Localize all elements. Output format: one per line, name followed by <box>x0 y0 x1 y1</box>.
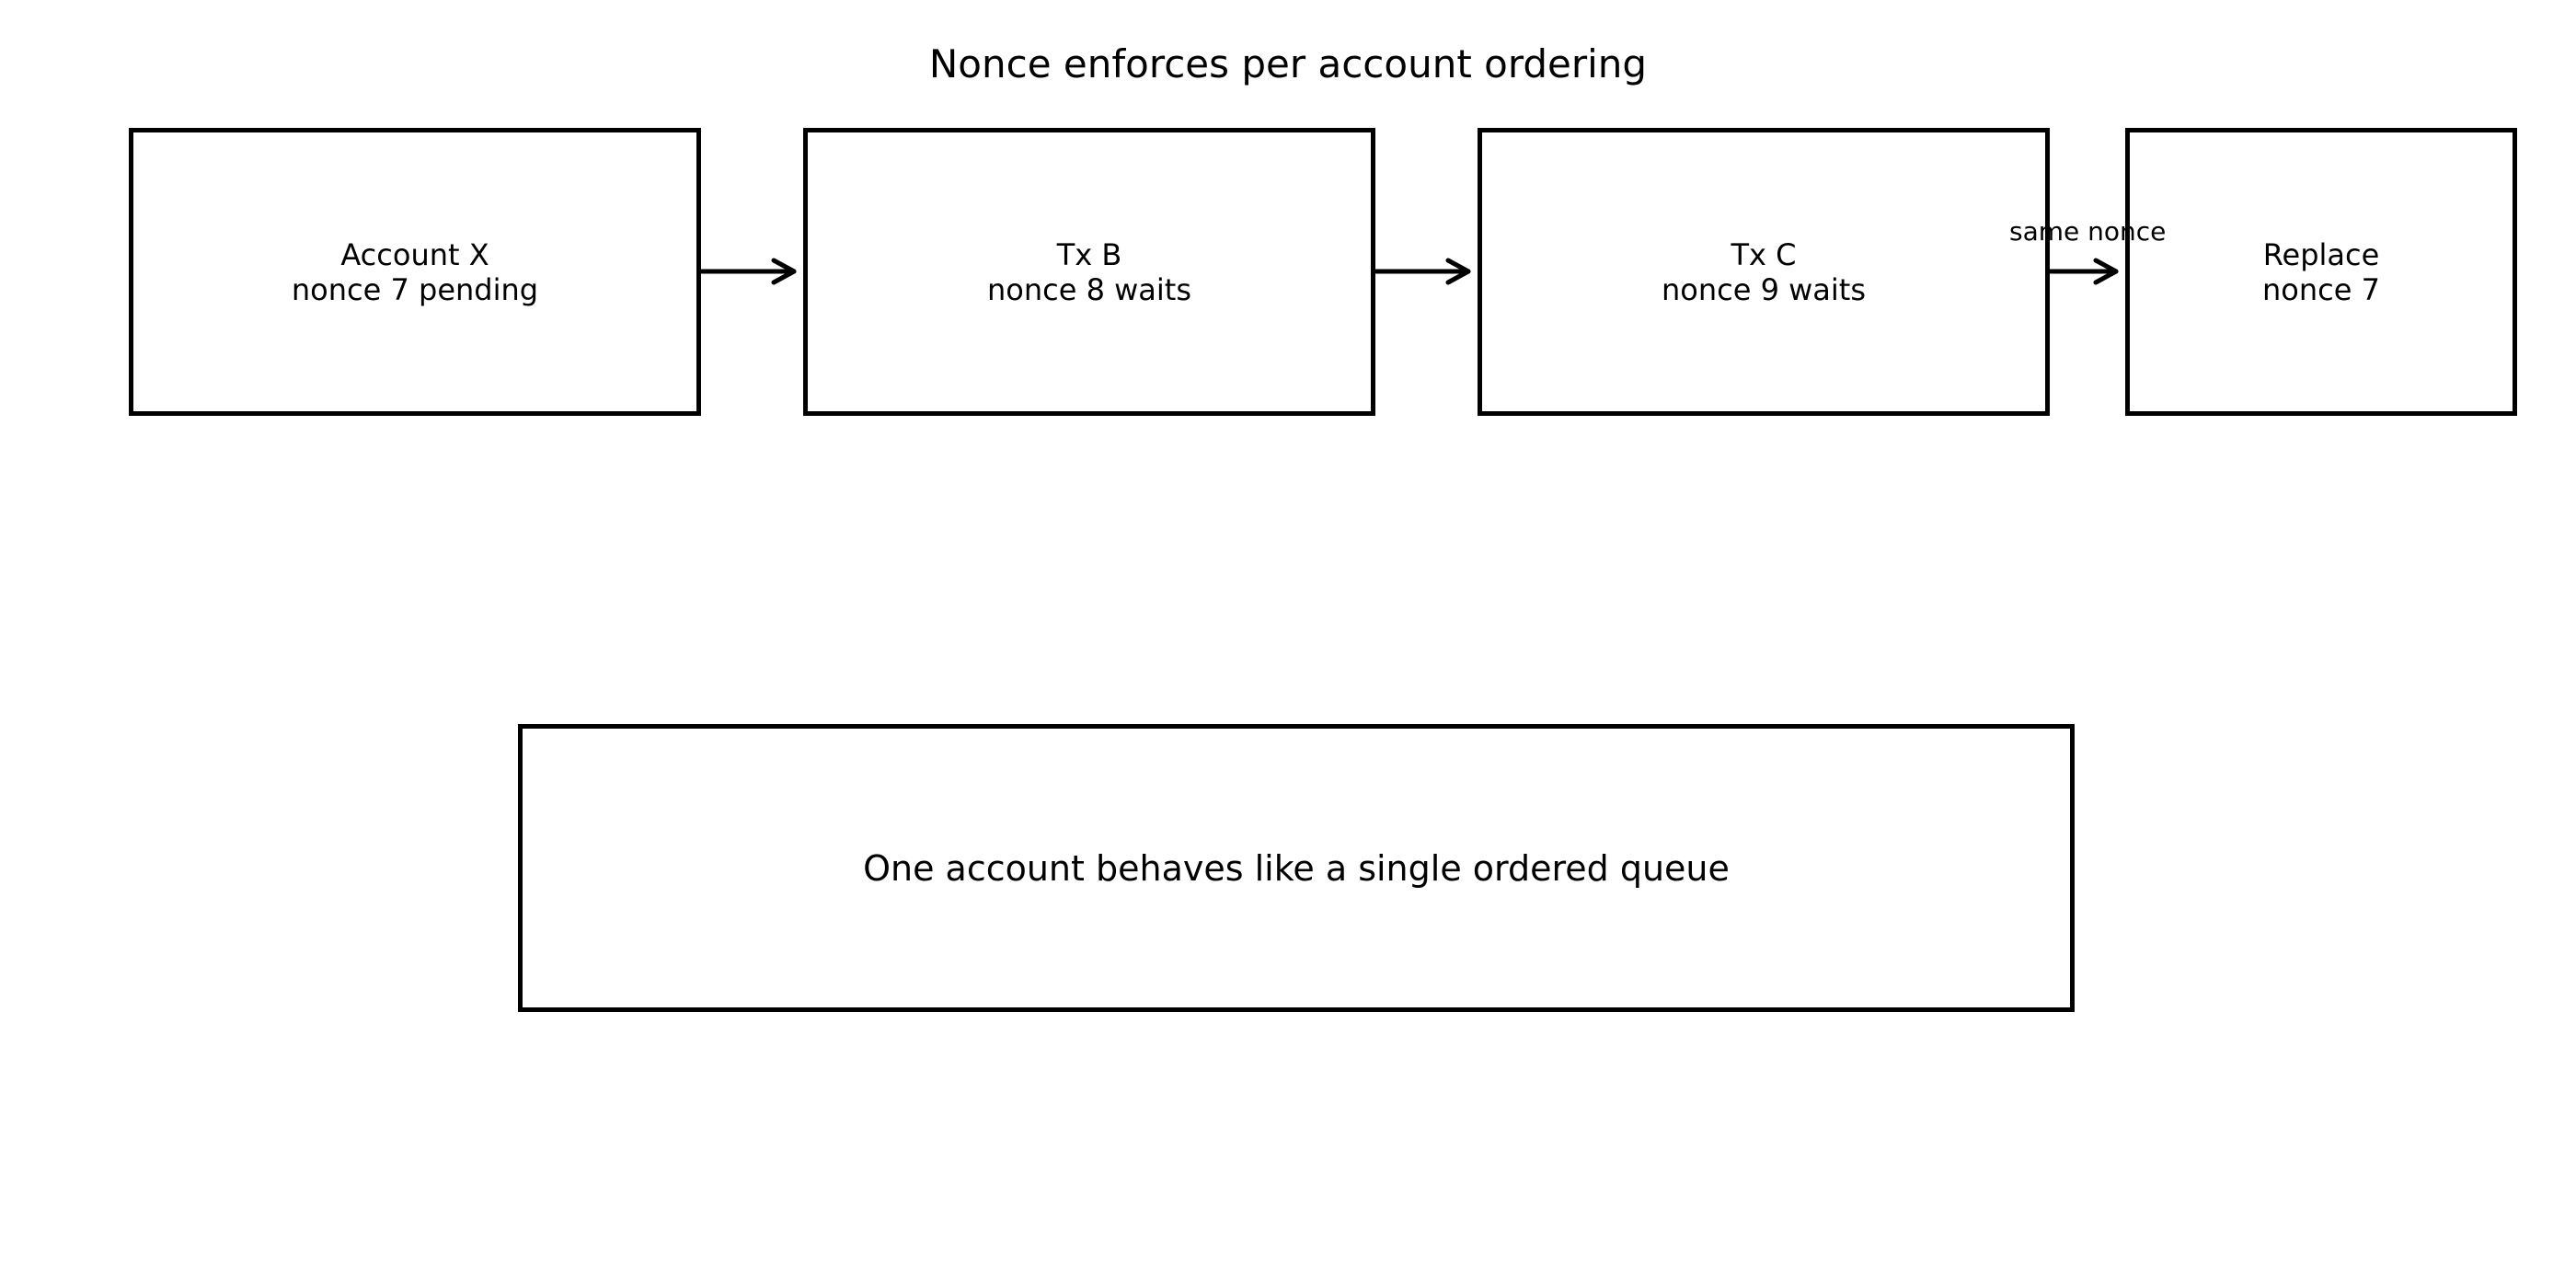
summary-text: One account behaves like a single ordere… <box>863 847 1730 889</box>
node-account-x: Account X nonce 7 pending <box>129 128 701 416</box>
arrow-txc-to-replace <box>2048 258 2119 285</box>
summary-box: One account behaves like a single ordere… <box>518 724 2075 1012</box>
node-account-x-label: Account X nonce 7 pending <box>291 236 539 307</box>
node-replace-label: Replace nonce 7 <box>2262 236 2380 307</box>
diagram-title: Nonce enforces per account ordering <box>928 41 1648 86</box>
arrow-txb-to-txc <box>1374 258 1471 285</box>
node-tx-c: Tx C nonce 9 waits <box>1478 128 2050 416</box>
node-tx-b-label: Tx B nonce 8 waits <box>986 236 1191 307</box>
node-replace: Replace nonce 7 <box>2125 128 2517 416</box>
edge-label-same-nonce: same nonce <box>2009 216 2167 247</box>
node-tx-b: Tx B nonce 8 waits <box>803 128 1375 416</box>
node-tx-c-label: Tx C nonce 9 waits <box>1661 236 1866 307</box>
arrow-account-to-txb <box>699 258 797 285</box>
